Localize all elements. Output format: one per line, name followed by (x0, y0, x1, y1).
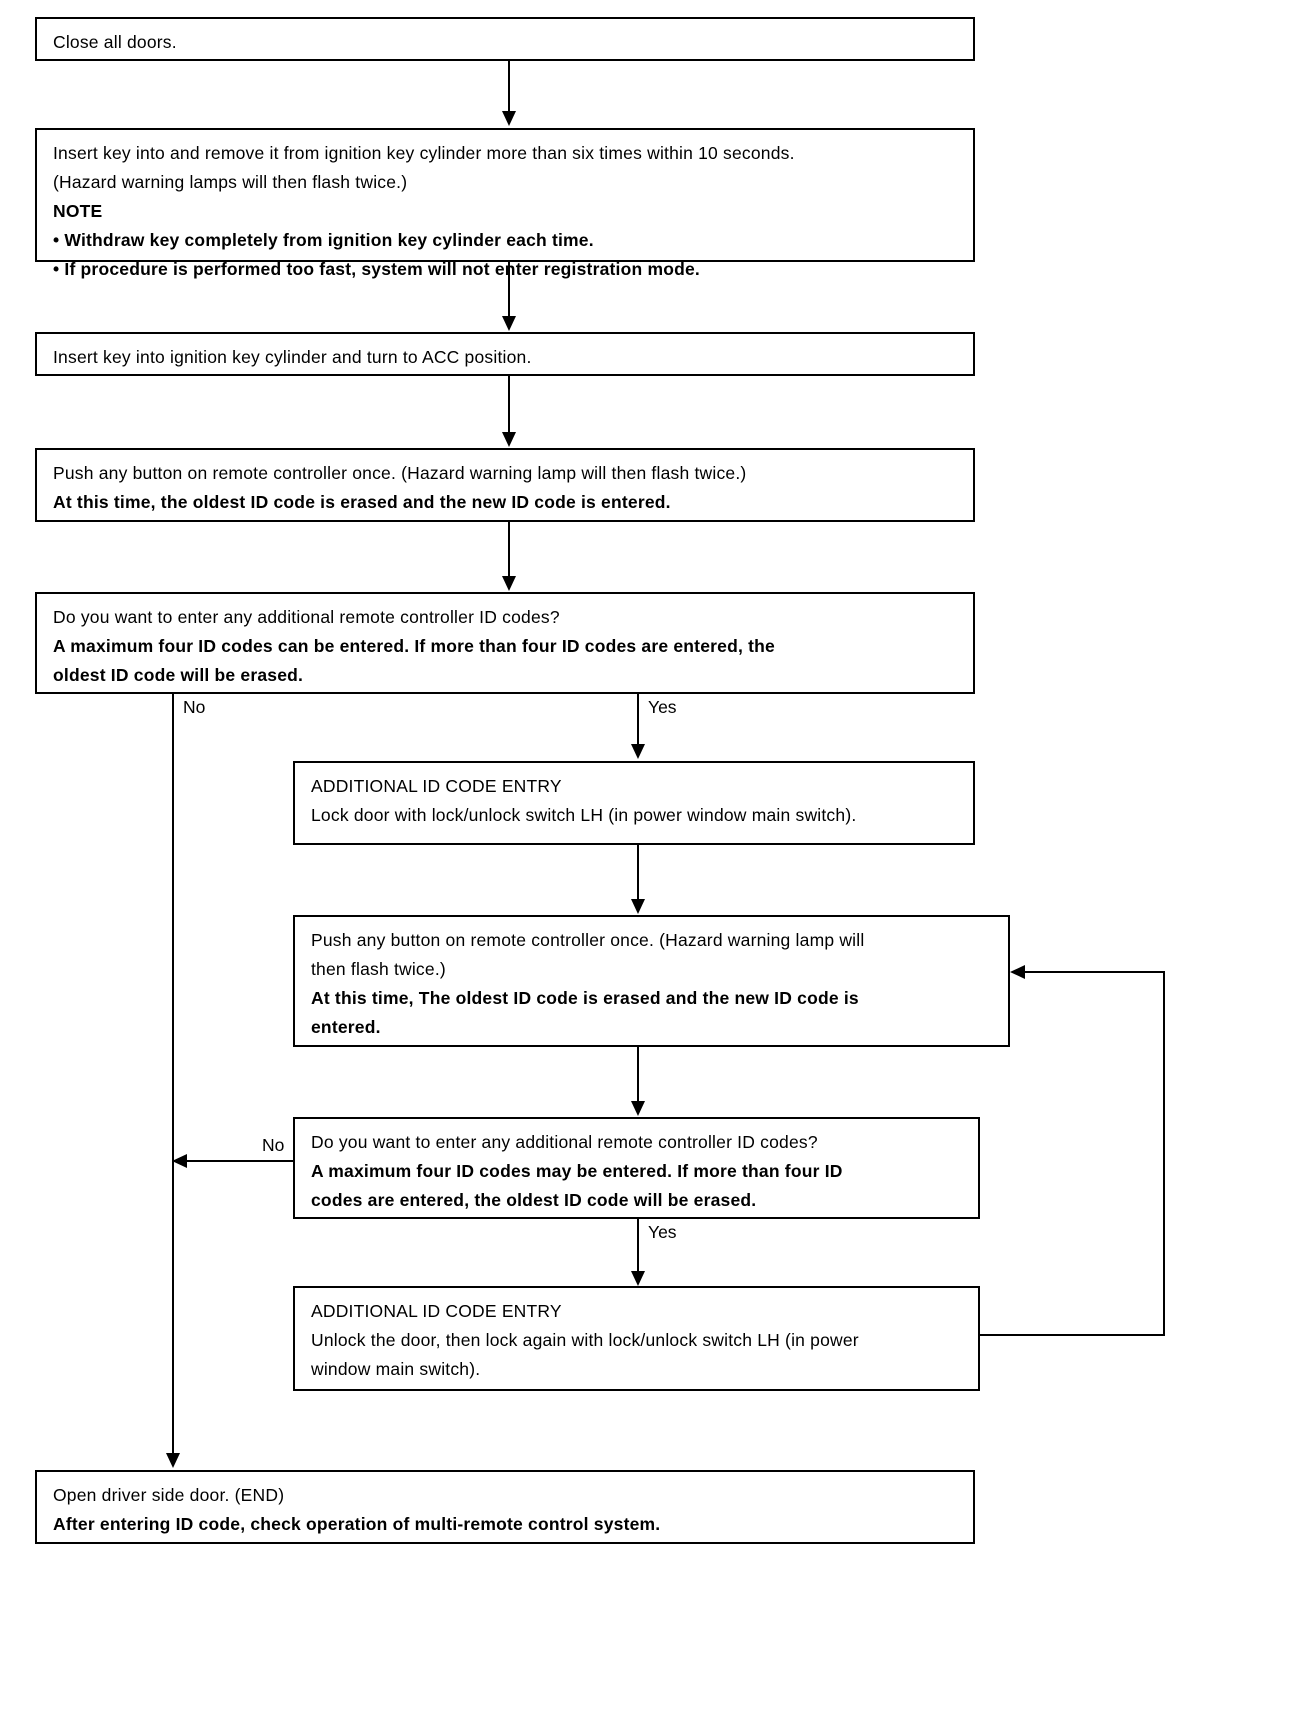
feedback-loop-top-segment (1024, 971, 1165, 973)
connector-7-8 (637, 1047, 639, 1103)
edge-label-first-yes: Yes (648, 697, 677, 717)
node-line: Do you want to enter any additional remo… (53, 607, 560, 627)
arrow-6-7-icon (631, 899, 645, 914)
node-line: Close all doors. (53, 32, 177, 52)
feedback-loop-bottom-segment (980, 1334, 1165, 1336)
node-decision-additional-first: Do you want to enter any additional remo… (35, 592, 975, 694)
node-turn-to-acc: Insert key into ignition key cylinder an… (35, 332, 975, 376)
node-open-driver-door-end: Open driver side door. (END) After enter… (35, 1470, 975, 1544)
arrow-feedback-loop-icon (1010, 965, 1025, 979)
arrow-no-to-end-icon (166, 1453, 180, 1468)
node-line: codes are entered, the oldest ID code wi… (311, 1190, 757, 1210)
connector-3-4 (508, 376, 510, 434)
feedback-loop-vertical-segment (1163, 971, 1165, 1336)
arrow-1-2-icon (502, 111, 516, 126)
edge-label-first-no: No (183, 697, 206, 717)
node-line: Insert key into and remove it from ignit… (53, 143, 795, 163)
note-bullet: • Withdraw key completely from ignition … (53, 230, 594, 250)
node-insert-remove-key: Insert key into and remove it from ignit… (35, 128, 975, 279)
node-line: Open driver side door. (END) (53, 1485, 285, 1505)
arrow-decision2-yes-icon (631, 1271, 645, 1286)
connector-4-5 (508, 522, 510, 578)
connector-2-3 (508, 262, 510, 318)
node-line: entered. (311, 1017, 381, 1037)
connector-decision2-no (186, 1160, 293, 1162)
node-line: Do you want to enter any additional remo… (311, 1132, 818, 1152)
node-line: Push any button on remote controller onc… (311, 930, 865, 950)
connector-6-7 (637, 845, 639, 901)
connector-decision1-no (172, 694, 174, 1466)
arrow-4-5-icon (502, 576, 516, 591)
node-push-button-first: Push any button on remote controller onc… (35, 448, 975, 522)
node-line: At this time, The oldest ID code is eras… (311, 988, 859, 1008)
connector-1-2 (508, 61, 510, 113)
arrow-2-3-icon (502, 316, 516, 331)
arrow-3-4-icon (502, 432, 516, 447)
node-line: window main switch). (311, 1359, 481, 1379)
node-additional-entry-lock: ADDITIONAL ID CODE ENTRY Lock door with … (293, 761, 975, 845)
arrow-decision2-no-icon (172, 1154, 187, 1168)
connector-decision1-yes (637, 694, 639, 746)
node-line: then flash twice.) (311, 959, 446, 979)
node-line: A maximum four ID codes may be entered. … (311, 1161, 843, 1181)
node-push-button-second: Push any button on remote controller onc… (293, 915, 1010, 1047)
node-line: (Hazard warning lamps will then flash tw… (53, 172, 408, 192)
node-line: Push any button on remote controller onc… (53, 463, 747, 483)
node-line: Unlock the door, then lock again with lo… (311, 1330, 859, 1350)
arrow-yes-to-lock-icon (631, 744, 645, 759)
edge-label-second-no: No (262, 1135, 285, 1155)
node-heading: ADDITIONAL ID CODE ENTRY (311, 1301, 562, 1321)
node-line: Lock door with lock/unlock switch LH (in… (311, 805, 857, 825)
node-line: Insert key into ignition key cylinder an… (53, 347, 532, 367)
note-bullet: • If procedure is performed too fast, sy… (53, 259, 700, 279)
node-additional-entry-unlock: ADDITIONAL ID CODE ENTRY Unlock the door… (293, 1286, 980, 1391)
node-line: After entering ID code, check operation … (53, 1514, 661, 1534)
edge-label-second-yes: Yes (648, 1222, 677, 1242)
arrow-7-8-icon (631, 1101, 645, 1116)
node-line: A maximum four ID codes can be entered. … (53, 636, 775, 656)
node-line: oldest ID code will be erased. (53, 665, 304, 685)
connector-decision2-yes (637, 1219, 639, 1273)
note-heading: NOTE (53, 201, 103, 221)
node-line: At this time, the oldest ID code is eras… (53, 492, 671, 512)
node-heading: ADDITIONAL ID CODE ENTRY (311, 776, 562, 796)
node-decision-additional-second: Do you want to enter any additional remo… (293, 1117, 980, 1219)
node-close-all-doors: Close all doors. (35, 17, 975, 61)
